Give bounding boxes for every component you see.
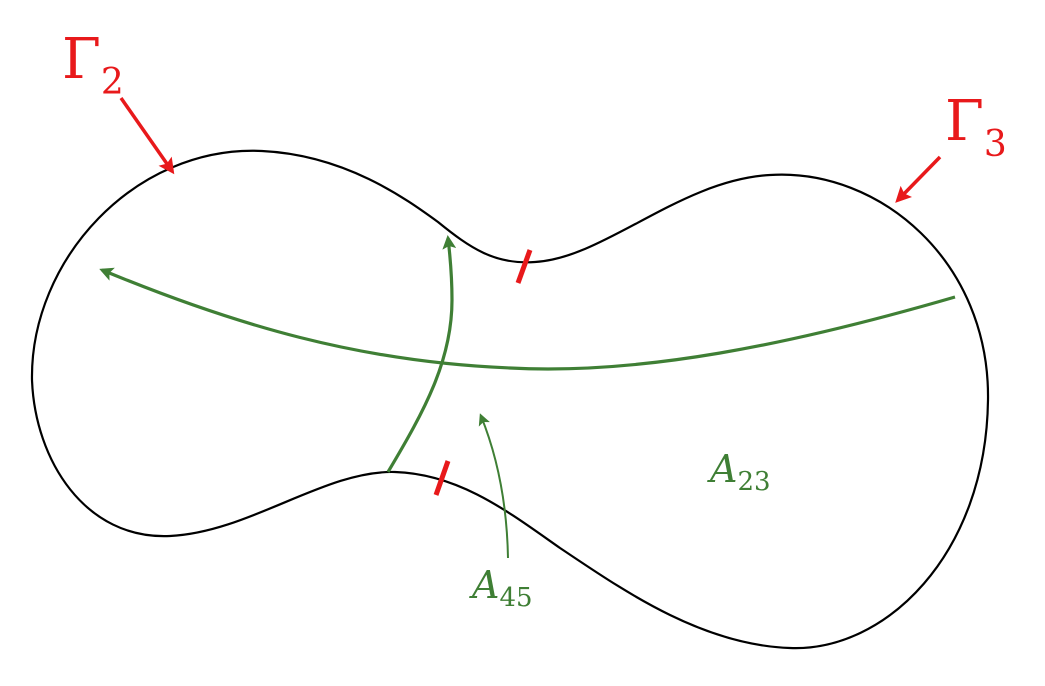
a45-label: A45 [469,563,533,613]
gamma3-arrow [895,155,942,203]
gamma3-label: Γ3 [945,89,1007,165]
a45-symbol: A [469,563,499,607]
a23-symbol: A [707,447,737,491]
gamma3-symbol: Γ [945,89,984,154]
neck-green-curve [386,235,457,473]
gamma2-label: Γ2 [62,27,124,103]
long-green-curve [99,267,956,371]
gamma2-symbol: Γ [62,27,101,92]
upper-neck-tick [515,249,533,284]
a23-subscript: 23 [737,467,770,497]
a23-label: A23 [707,447,771,497]
gamma3-subscript: 3 [984,124,1007,165]
a45-subscript: 45 [499,583,532,613]
a45-pointer-arrow [478,413,509,559]
gamma2-subscript: 2 [101,62,124,103]
lower-neck-tick [433,460,451,496]
gamma2-arrow [119,96,175,175]
domain-boundary [30,149,990,650]
